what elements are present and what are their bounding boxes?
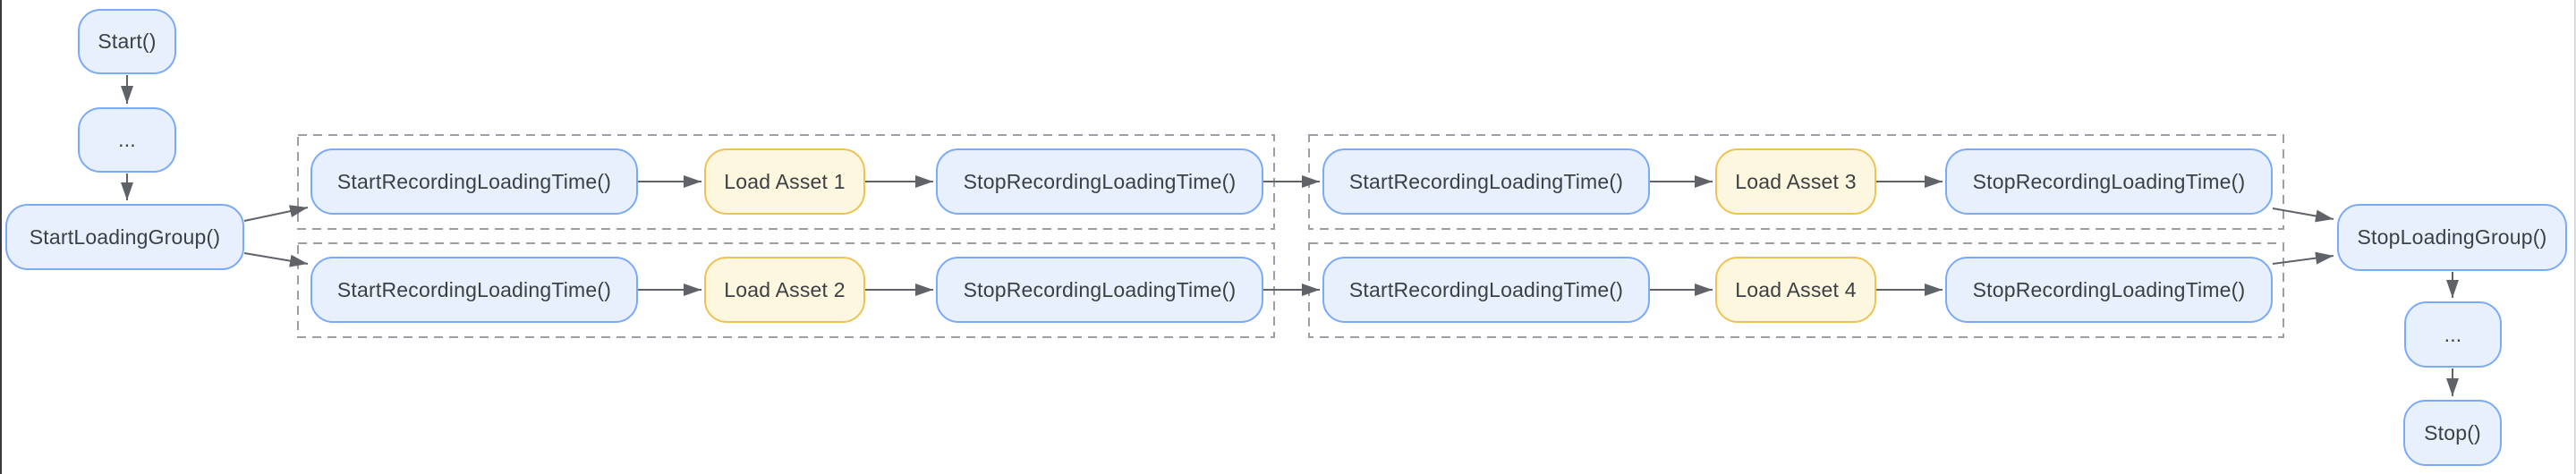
right-border-line xyxy=(2574,0,2576,474)
arrow-start-loading-group-to-g1-r2-start xyxy=(243,252,309,267)
arrow-g2-r2-stop-to-stop-loading-group xyxy=(2272,251,2334,265)
node-stop-loading-group: StopLoadingGroup() xyxy=(2337,204,2567,271)
node-ellipsis-top: ... xyxy=(78,107,176,173)
node-stop-recording-2: StopRecordingLoadingTime() xyxy=(936,257,1263,323)
node-load-asset-2: Load Asset 2 xyxy=(704,257,865,323)
left-border-line xyxy=(0,0,2,474)
node-ellipsis-bottom: ... xyxy=(2404,301,2502,368)
node-start-recording-4: StartRecordingLoadingTime() xyxy=(1322,257,1650,323)
node-start: Start() xyxy=(78,9,176,74)
node-stop-recording-1: StopRecordingLoadingTime() xyxy=(936,148,1263,215)
node-load-asset-3: Load Asset 3 xyxy=(1715,148,1876,215)
node-start-recording-1: StartRecordingLoadingTime() xyxy=(310,148,638,215)
node-load-asset-4: Load Asset 4 xyxy=(1715,257,1876,323)
node-load-asset-1: Load Asset 1 xyxy=(704,148,865,215)
node-start-recording-2: StartRecordingLoadingTime() xyxy=(310,257,638,323)
node-stop: Stop() xyxy=(2403,400,2502,466)
node-start-loading-group: StartLoadingGroup() xyxy=(5,204,244,270)
node-stop-recording-4: StopRecordingLoadingTime() xyxy=(1945,257,2273,323)
node-start-recording-3: StartRecordingLoadingTime() xyxy=(1322,148,1650,215)
arrow-start-loading-group-to-g1-r1-start xyxy=(243,205,309,222)
arrow-g2-r1-stop-to-stop-loading-group xyxy=(2272,207,2334,223)
node-stop-recording-3: StopRecordingLoadingTime() xyxy=(1945,148,2273,215)
